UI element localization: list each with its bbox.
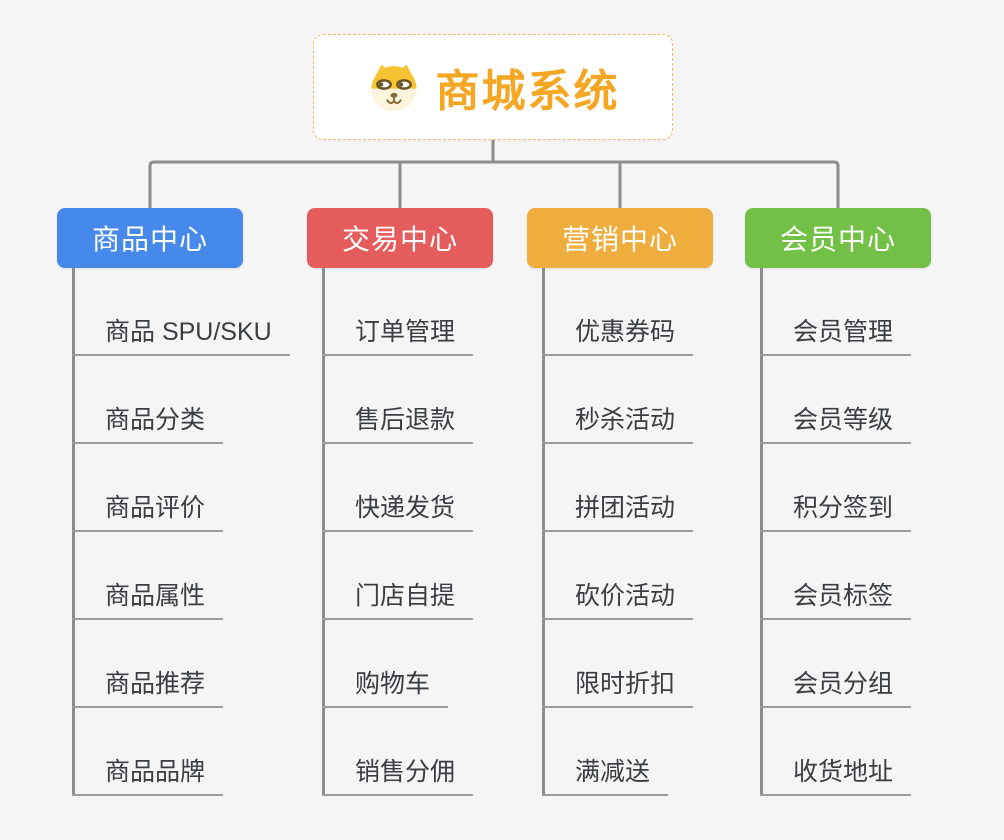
root-node[interactable]: 商城系统 (313, 34, 673, 140)
child-node[interactable]: 购物车 (322, 620, 449, 708)
branch-header-product[interactable]: 商品中心 (57, 208, 243, 268)
child-node[interactable]: 优惠券码 (542, 268, 694, 356)
branch-column-member: 会员中心 会员管理 会员等级 积分签到 会员标签 会员分组 收货地址 (745, 208, 931, 796)
child-node[interactable]: 门店自提 (322, 532, 474, 620)
bus-line (148, 160, 840, 209)
branch-header-member[interactable]: 会员中心 (745, 208, 931, 268)
branch-column-trade: 交易中心 订单管理 售后退款 快递发货 门店自提 购物车 销售分佣 (307, 208, 493, 796)
branch-children-trade: 订单管理 售后退款 快递发货 门店自提 购物车 销售分佣 (322, 268, 474, 796)
branch-children-product: 商品 SPU/SKU 商品分类 商品评价 商品属性 商品推荐 商品品牌 (72, 268, 290, 796)
child-node[interactable]: 销售分佣 (322, 708, 474, 796)
child-node[interactable]: 会员管理 (760, 268, 912, 356)
child-node[interactable]: 满减送 (542, 708, 669, 796)
child-node[interactable]: 积分签到 (760, 444, 912, 532)
branch-column-marketing: 营销中心 优惠券码 秒杀活动 拼团活动 砍价活动 限时折扣 满减送 (527, 208, 713, 796)
child-node[interactable]: 商品属性 (72, 532, 224, 620)
branch-trunk-line (72, 268, 75, 796)
child-node[interactable]: 订单管理 (322, 268, 474, 356)
child-node[interactable]: 商品 SPU/SKU (72, 268, 290, 356)
child-node[interactable]: 商品品牌 (72, 708, 224, 796)
child-node[interactable]: 会员等级 (760, 356, 912, 444)
child-node[interactable]: 商品评价 (72, 444, 224, 532)
branch-header-trade[interactable]: 交易中心 (307, 208, 493, 268)
child-node[interactable]: 砍价活动 (542, 532, 694, 620)
branch-trunk-line (760, 268, 763, 796)
root-title: 商城系统 (435, 67, 620, 116)
branch-trunk-line (322, 268, 325, 796)
branch-children-member: 会员管理 会员等级 积分签到 会员标签 会员分组 收货地址 (760, 268, 912, 796)
child-node[interactable]: 商品分类 (72, 356, 224, 444)
branch-children-marketing: 优惠券码 秒杀活动 拼团活动 砍价活动 限时折扣 满减送 (542, 268, 694, 796)
child-node[interactable]: 会员标签 (760, 532, 912, 620)
child-node[interactable]: 售后退款 (322, 356, 474, 444)
child-node[interactable]: 拼团活动 (542, 444, 694, 532)
branch-column-product: 商品中心 商品 SPU/SKU 商品分类 商品评价 商品属性 商品推荐 商品品牌 (57, 208, 290, 796)
branch-trunk-line (542, 268, 545, 796)
child-node[interactable]: 限时折扣 (542, 620, 694, 708)
child-node[interactable]: 秒杀活动 (542, 356, 694, 444)
child-node[interactable]: 会员分组 (760, 620, 912, 708)
branch-header-marketing[interactable]: 营销中心 (527, 208, 713, 268)
child-node[interactable]: 商品推荐 (72, 620, 224, 708)
child-node[interactable]: 收货地址 (760, 708, 912, 796)
doge-face-icon (367, 62, 421, 112)
child-node[interactable]: 快递发货 (322, 444, 474, 532)
